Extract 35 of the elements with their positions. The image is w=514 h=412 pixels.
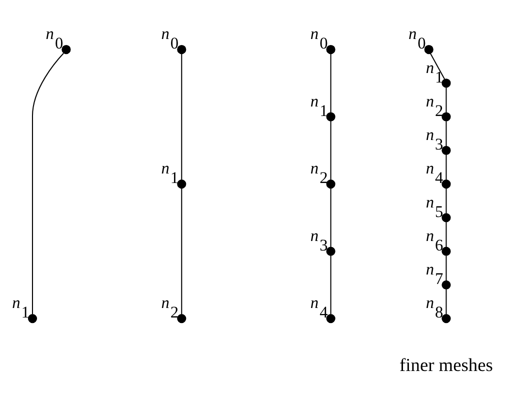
node-circle xyxy=(424,44,434,54)
node-circle xyxy=(442,314,451,324)
node-circle xyxy=(326,112,336,122)
connector xyxy=(446,154,447,180)
node-circle xyxy=(442,112,451,122)
node-circle xyxy=(177,44,186,54)
label: finer meshes xyxy=(400,355,493,376)
node-circle xyxy=(326,179,336,189)
node-circle xyxy=(442,213,451,222)
connector xyxy=(446,88,447,112)
node-circle xyxy=(177,179,186,189)
node-circle xyxy=(177,314,186,324)
node-circle xyxy=(442,146,451,155)
connector xyxy=(181,54,182,180)
connector xyxy=(446,121,447,146)
connector xyxy=(446,256,447,281)
connector xyxy=(330,54,332,112)
connector xyxy=(181,188,182,314)
connector xyxy=(446,289,447,314)
node-circle xyxy=(28,314,38,324)
node-circle xyxy=(442,179,451,189)
connector xyxy=(446,222,447,248)
connector xyxy=(446,188,447,214)
node-circle xyxy=(442,246,451,256)
connector xyxy=(330,188,332,247)
node-circle xyxy=(326,44,336,54)
node-circle xyxy=(326,246,336,256)
connector xyxy=(330,120,332,180)
connector xyxy=(32,52,64,314)
node-circle xyxy=(442,78,451,88)
node-circle xyxy=(326,314,336,324)
connector xyxy=(430,53,446,80)
node-circle xyxy=(62,44,71,54)
connector xyxy=(330,255,332,314)
node-circle xyxy=(442,280,451,290)
